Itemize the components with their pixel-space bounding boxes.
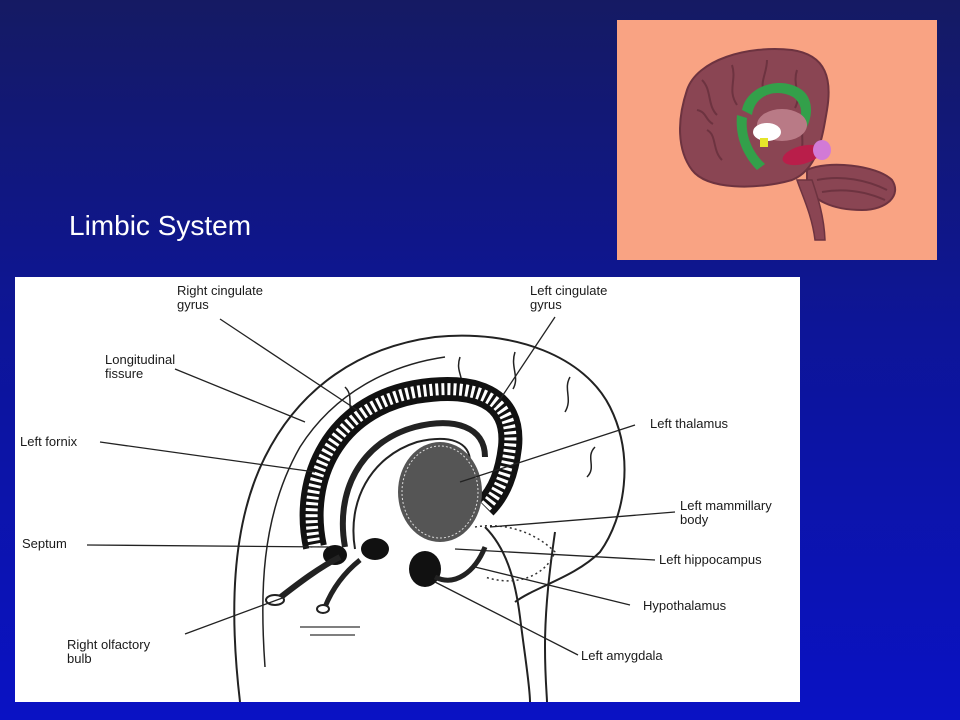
label-left-hippocampus: Left hippocampus: [659, 552, 762, 567]
label-left-fornix: Left fornix: [20, 434, 78, 449]
label-left-cingulate-gyrus: Left cingulate gyrus: [530, 283, 608, 312]
limbic-system-diagram: Right cingulate gyrus Left cingulate gyr…: [15, 277, 800, 702]
brain-3d-illustration: [679, 48, 897, 241]
label-left-mammillary-body: Left mammillary body: [680, 498, 772, 527]
label-septum: Septum: [22, 536, 67, 551]
brain-3d-image: [617, 20, 937, 260]
label-hypothalamus: Hypothalamus: [643, 598, 727, 613]
label-right-olfactory-bulb: Right olfactory bulb: [67, 637, 151, 666]
slide-title: Limbic System: [69, 210, 252, 241]
limbic-line-drawing: [86, 316, 676, 702]
label-left-thalamus: Left thalamus: [650, 416, 729, 431]
label-right-cingulate-gyrus: Right cingulate gyrus: [177, 283, 263, 312]
label-longitudinal-fissure: Longitudinal fissure: [105, 352, 176, 381]
label-left-amygdala: Left amygdala: [581, 648, 663, 663]
